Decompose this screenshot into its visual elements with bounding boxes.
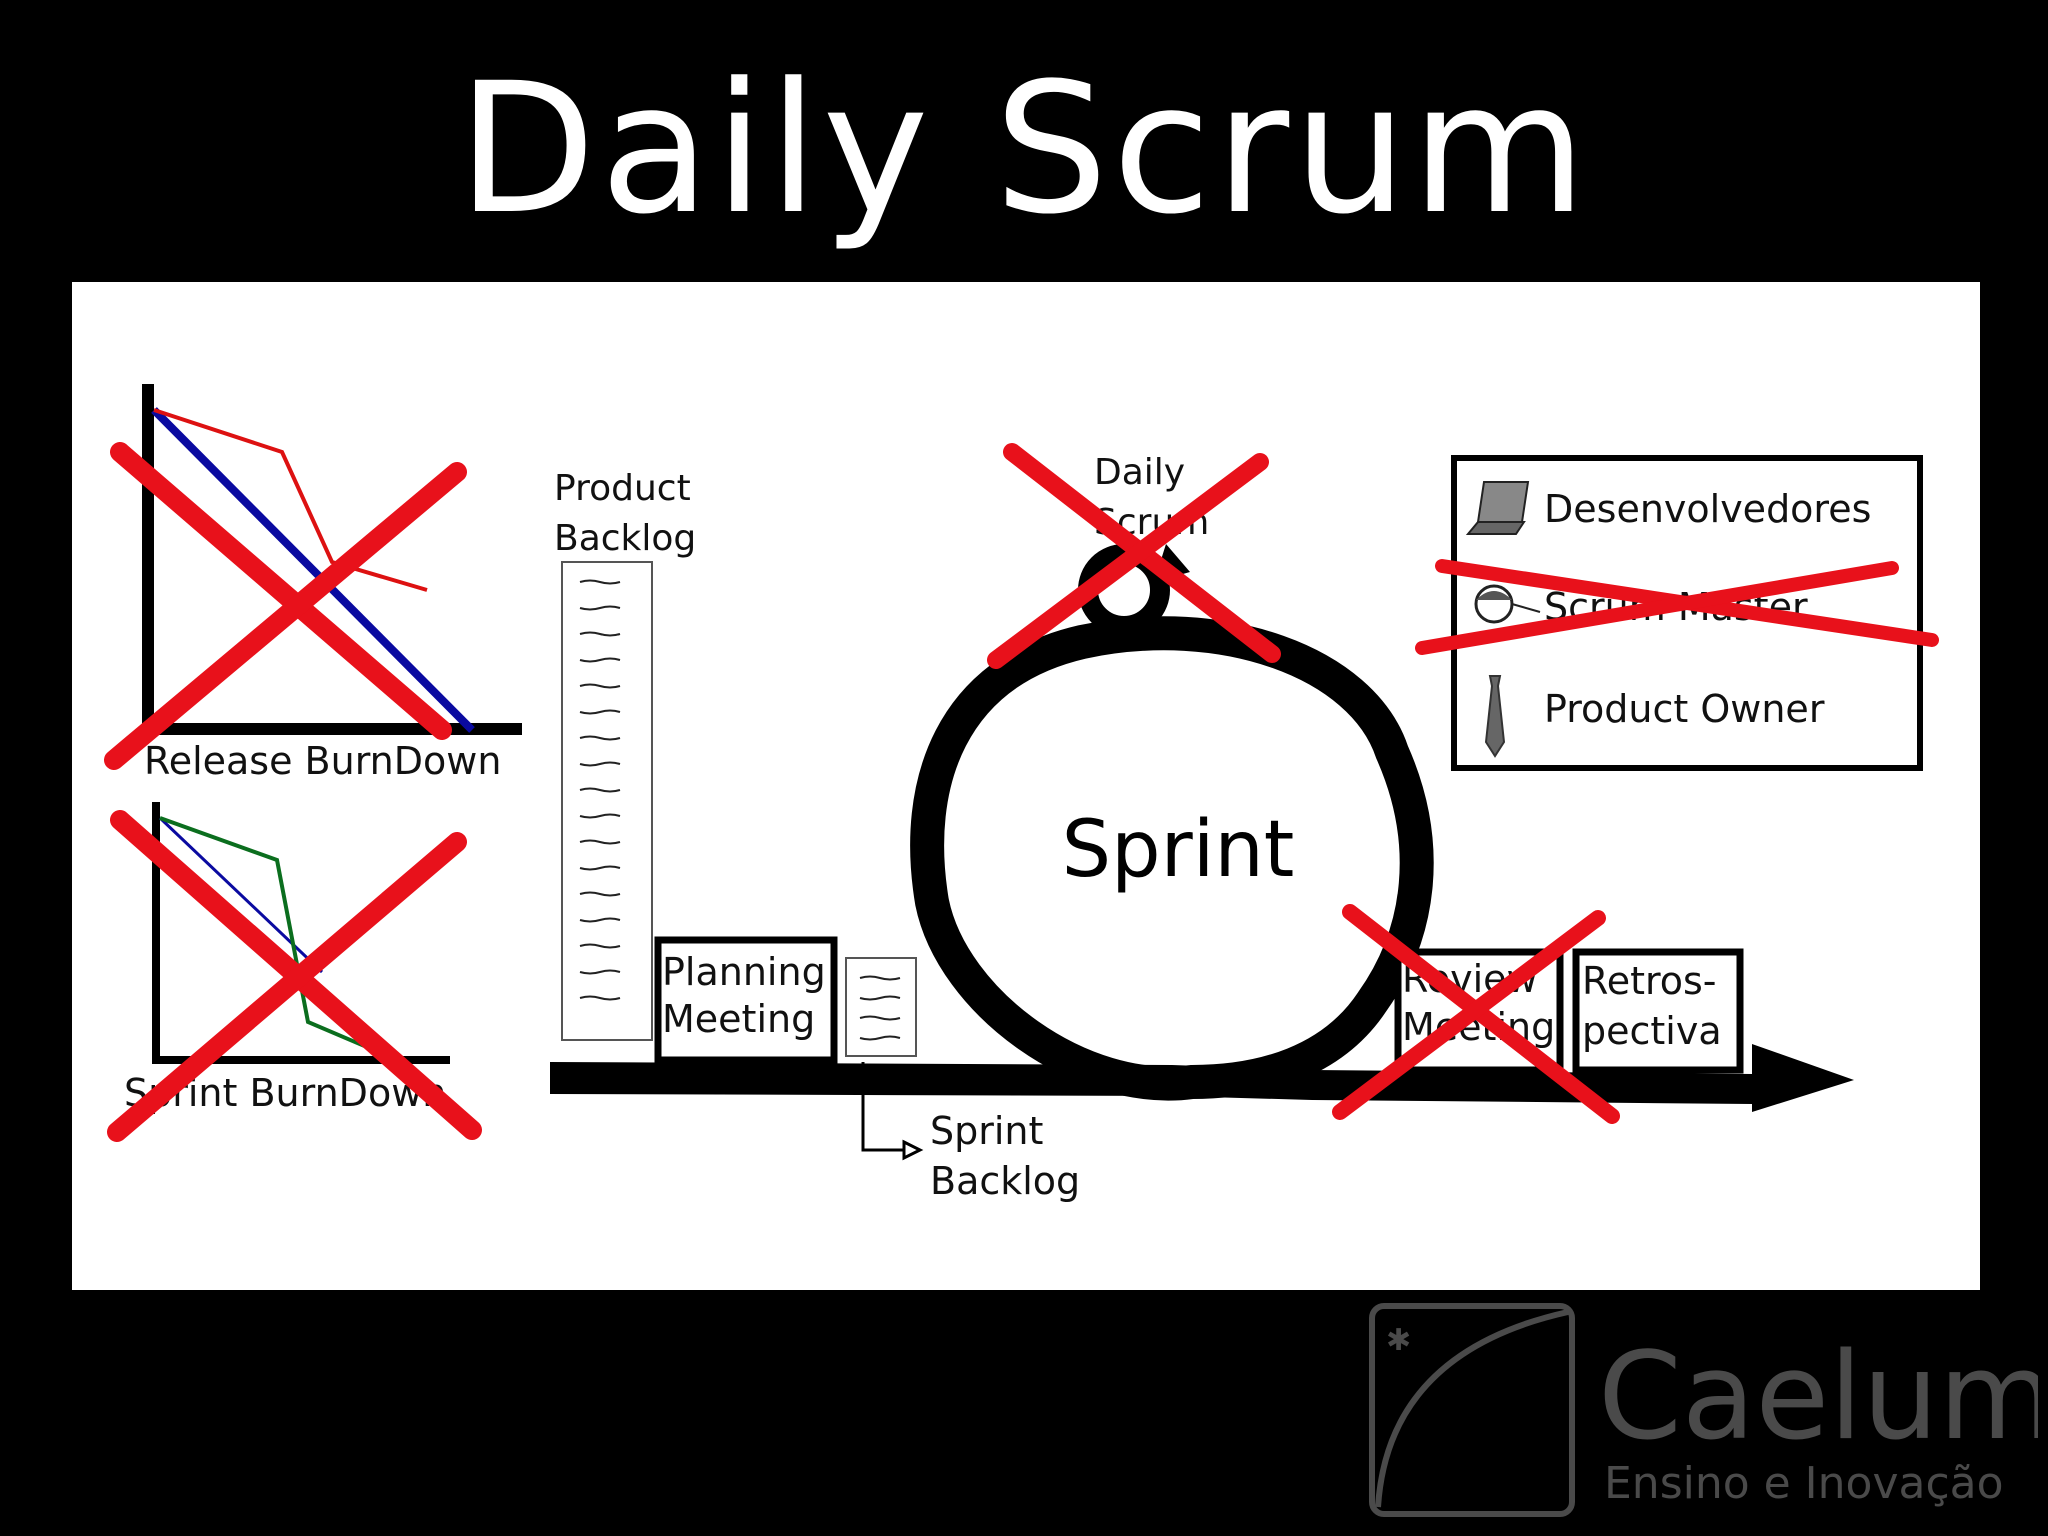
retrospective-frame	[1572, 948, 1744, 1074]
product-backlog-item	[579, 969, 621, 975]
legend-developers-label: Desenvolvedores	[1544, 487, 1871, 531]
planning-meeting-frame	[654, 936, 838, 1064]
product-backlog-item	[579, 631, 621, 637]
product-backlog-item	[579, 891, 621, 897]
product-backlog-item	[579, 995, 621, 1001]
product-backlog-items	[579, 579, 621, 1001]
product-backlog-item	[579, 865, 621, 871]
cross-review-meeting	[1332, 904, 1620, 1124]
sprint-backlog-items	[859, 975, 901, 1041]
sprint-loop-ring	[910, 616, 1434, 1101]
caelum-logo: ✱ Caelum Ensino e Inovação	[1369, 1303, 2038, 1517]
product-backlog: Product Backlog	[554, 468, 702, 1041]
sprint-backlog-label: Sprint Backlog	[930, 1109, 1080, 1203]
cross-scrum-master	[1415, 559, 1939, 655]
roles-legend-frame	[1451, 455, 1923, 771]
product-backlog-item	[579, 813, 621, 819]
product-backlog-item	[579, 839, 621, 845]
product-backlog-item	[579, 943, 621, 949]
product-backlog-item	[579, 787, 621, 793]
sprint-backlog-connector	[861, 1062, 904, 1152]
sprint-burndown-ideal-line	[158, 816, 324, 974]
product-backlog-list	[561, 561, 653, 1041]
red-crosses	[104, 442, 1939, 1142]
sprint-backlog: Sprint Backlog	[845, 957, 1080, 1203]
retrospective-label: Retros- pectiva	[1582, 959, 1729, 1053]
cross-sprint-burndown	[107, 810, 482, 1142]
product-backlog-item	[579, 605, 621, 611]
sprint-backlog-list	[845, 957, 917, 1057]
product-backlog-item	[579, 917, 621, 923]
product-backlog-item	[579, 657, 621, 663]
sprint-label: Sprint	[1062, 805, 1295, 895]
caelum-logo-mark: ✱	[1369, 1303, 1575, 1517]
scrum-diagram-panel: Release BurnDown Sprint BurnDown Product…	[72, 282, 1980, 1290]
cross-release-burndown	[104, 442, 467, 770]
planning-meeting-label: Planning Meeting	[662, 950, 838, 1041]
product-backlog-item	[579, 735, 621, 741]
sprint-burndown-actual-line	[159, 816, 403, 1064]
release-burndown-chart: Release BurnDown	[142, 384, 522, 783]
sprint-backlog-connector-arrow	[902, 1139, 924, 1161]
product-backlog-label: Product Backlog	[554, 468, 702, 559]
laptop-icon	[1465, 481, 1530, 535]
retrospective-box: Retros- pectiva	[1572, 948, 1744, 1074]
timeline-arrowhead	[1752, 1044, 1854, 1112]
sprint-loop: Sprint	[910, 544, 1434, 1101]
cross-daily-scrum	[987, 443, 1281, 669]
scrum-master-icon	[1474, 584, 1541, 624]
slide-title: Daily Scrum	[457, 45, 1591, 254]
release-burndown-ideal-line	[151, 407, 475, 733]
product-backlog-item	[579, 709, 621, 715]
product-backlog-item	[579, 683, 621, 689]
legend-product-owner-label: Product Owner	[1544, 687, 1825, 731]
scrum-diagram: Release BurnDown Sprint BurnDown Product…	[104, 384, 1939, 1203]
product-backlog-item	[579, 579, 621, 585]
release-burndown-actual-line	[153, 408, 428, 592]
product-backlog-item	[579, 761, 621, 767]
svg-text:✱: ✱	[1386, 1323, 1411, 1358]
caelum-logo-tagline: Ensino e Inovação	[1604, 1458, 2004, 1509]
planning-meeting-box: Planning Meeting	[654, 936, 838, 1064]
release-burndown-label: Release BurnDown	[144, 739, 501, 783]
roles-legend: Desenvolvedores Scrum Master Product Own…	[1451, 455, 1923, 771]
caelum-logo-name: Caelum	[1598, 1328, 2038, 1467]
tie-icon	[1484, 675, 1506, 758]
